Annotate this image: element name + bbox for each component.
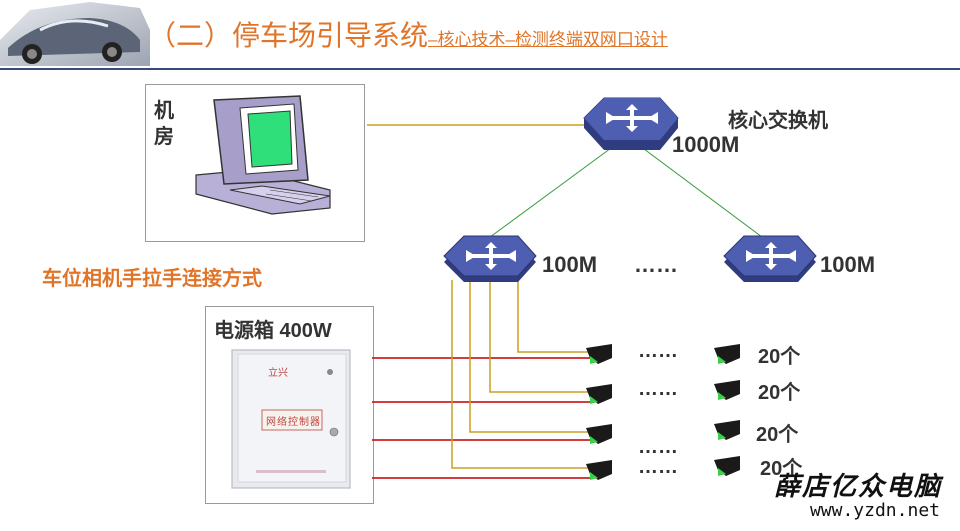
data-wire-3	[469, 280, 590, 433]
access-switch-left-speed: 100M	[542, 252, 598, 277]
power-box-cabinet-icon	[231, 349, 351, 489]
title-main: （二）停车场引导系统	[148, 20, 429, 51]
camera-row1-last	[714, 344, 740, 364]
access-switch-right-speed: 100M	[820, 252, 876, 277]
data-wire-4	[451, 280, 590, 469]
uplink-right	[631, 139, 767, 241]
power-box-brand: 立兴	[268, 368, 288, 379]
page-title: （二）停车场引导系统–核心技术–检测终端双网口设计	[148, 14, 668, 54]
camera-row3-first	[586, 424, 612, 444]
power-box-plate: 网络控制器	[266, 417, 321, 428]
core-switch-icon	[583, 97, 679, 150]
connection-method-label: 车位相机手拉手连接方式	[42, 268, 262, 290]
access-switch-left-icon	[443, 235, 537, 282]
title-divider	[0, 68, 960, 70]
camera-icons	[586, 344, 740, 480]
access-switch-right-icon	[723, 235, 817, 282]
camera-row2-count: 20个	[758, 382, 801, 404]
camera-row4-ellipsis: ……	[638, 456, 678, 478]
camera-row4-count: 20个	[760, 458, 803, 480]
camera-row2-last	[714, 380, 740, 400]
header-car-logo	[0, 0, 150, 66]
camera-row3-ellipsis: ……	[638, 436, 678, 458]
watermark-url: www.yzdn.net	[809, 500, 940, 521]
camera-row1-ellipsis: ……	[638, 340, 678, 362]
core-switch-name: 核心交换机	[728, 110, 828, 132]
camera-row3-count: 20个	[756, 424, 799, 446]
camera-row3-last	[714, 420, 740, 440]
server-room-label-1: 机	[154, 100, 174, 122]
core-switch-speed: 1000M	[672, 132, 740, 157]
camera-row2-ellipsis: ……	[638, 378, 678, 400]
access-switch-ellipsis: ……	[634, 252, 678, 277]
camera-row4-last	[714, 456, 740, 476]
computer-icon	[195, 95, 331, 215]
camera-row1-count: 20个	[758, 346, 801, 368]
data-wire-1	[517, 280, 590, 353]
power-box-label: 电源箱 400W	[214, 320, 332, 342]
camera-row2-first	[586, 384, 612, 404]
camera-row4-first	[586, 460, 612, 480]
uplink-left	[485, 139, 623, 241]
server-room-label-2: 房	[154, 126, 174, 148]
title-subtitle: –核心技术–检测终端双网口设计	[428, 30, 668, 49]
data-wire-2	[489, 280, 590, 393]
watermark-name: 薛店亿众电脑	[773, 472, 942, 502]
camera-row1-first	[586, 344, 612, 364]
